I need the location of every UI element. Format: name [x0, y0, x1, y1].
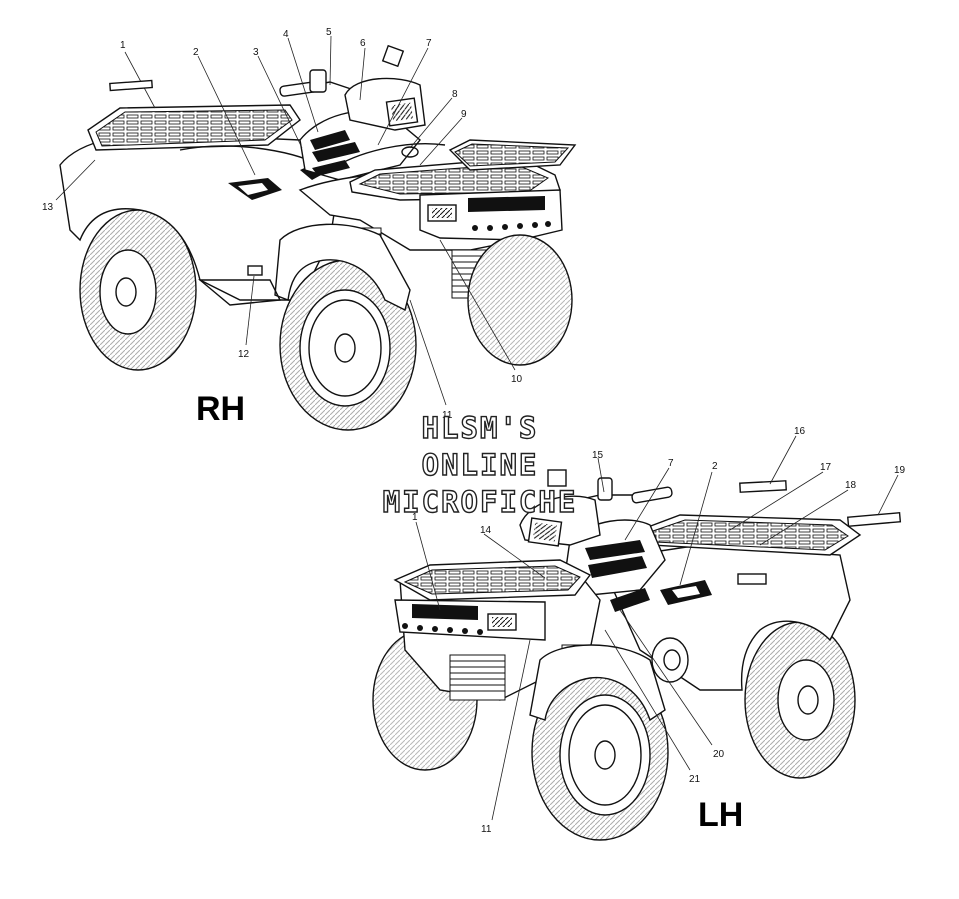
callout-number: 21 [689, 774, 701, 785]
callout-number: 12 [238, 349, 250, 360]
atv-rh-view [59, 44, 577, 431]
rh-leader-lines [55, 35, 516, 406]
callout-number: 6 [360, 38, 366, 49]
callout-number: 7 [426, 38, 432, 49]
callout-number: 10 [511, 374, 523, 385]
rh-callouts: 1 2 3 4 5 6 7 8 9 10 11 12 13 [42, 27, 523, 421]
callout-number: 14 [480, 525, 492, 536]
lh-leader-lines [415, 435, 899, 821]
callout-number: 13 [42, 202, 54, 213]
lh-callouts: 1 2 7 11 14 15 16 17 18 19 20 21 [412, 426, 906, 835]
watermark-line: HLSM'S [422, 411, 539, 445]
callout-number: 15 [592, 450, 604, 461]
callout-number: 7 [668, 458, 674, 469]
wheel [279, 259, 417, 431]
callout-number: 2 [193, 47, 199, 58]
callout-number: 5 [326, 27, 332, 38]
callout-number: 20 [713, 749, 725, 760]
watermark-line: MICROFICHE [383, 485, 578, 519]
watermark: HLSM'S ONLINE MICROFICHE [382, 410, 578, 519]
callout-number: 19 [894, 465, 906, 476]
rh-view-label: RH [196, 390, 245, 428]
callout-number: 1 [120, 40, 126, 51]
callout-number: 2 [712, 461, 718, 472]
wheel [531, 663, 669, 841]
atv-lh-view [372, 469, 862, 841]
callout-number: 11 [442, 410, 453, 421]
rear-rack [87, 104, 301, 151]
wheel [79, 209, 197, 371]
wheel [744, 621, 856, 779]
callout-number: 4 [283, 29, 289, 40]
lh-view-label: LH [698, 796, 743, 834]
callout-number: 16 [794, 426, 806, 437]
front-rack [393, 559, 592, 601]
callout-number: 18 [845, 480, 857, 491]
callout-number: 1 [412, 512, 418, 523]
front-rack [349, 139, 577, 201]
callout-number: 8 [452, 89, 458, 100]
watermark-line: ONLINE [422, 448, 539, 482]
callout-number: 9 [461, 109, 467, 120]
callout-number: 17 [820, 462, 832, 473]
callout-number: 3 [253, 47, 259, 58]
callout-number: 11 [481, 824, 492, 835]
